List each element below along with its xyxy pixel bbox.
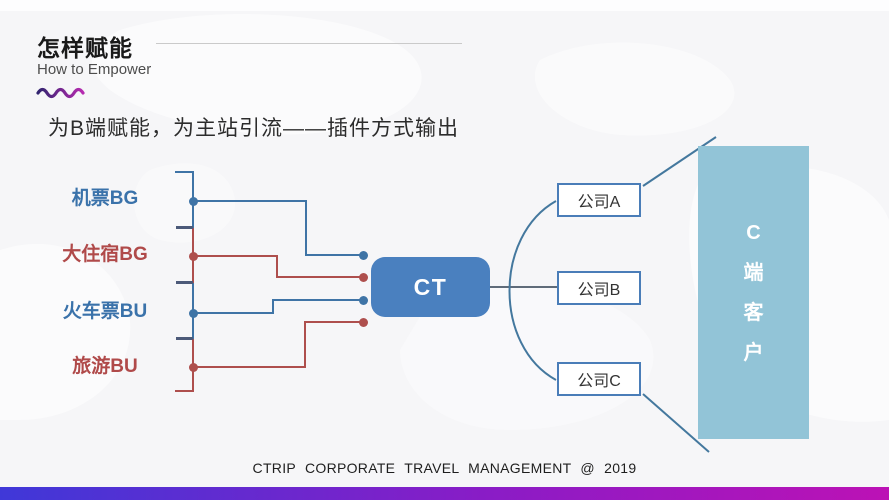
node-dot xyxy=(189,309,198,318)
node-dot xyxy=(359,318,368,327)
connector-flight-bg xyxy=(193,200,363,256)
company-c-box: 公司C xyxy=(557,362,641,396)
source-label-flight-bg: 机票BG xyxy=(71,188,139,209)
page-subtitle: How to Empower xyxy=(37,61,152,78)
client-panel: C 端 客 户 xyxy=(698,146,809,439)
connector-train-bu xyxy=(193,299,363,314)
company-b-label: 公司B xyxy=(577,282,621,299)
company-a-label: 公司A xyxy=(577,194,621,211)
bottom-gradient-bar xyxy=(0,487,889,500)
connector-company-c-to-panel xyxy=(642,393,710,453)
top-margin xyxy=(0,0,889,11)
wave-decoration-icon xyxy=(36,87,85,99)
bracket-bottom-cap xyxy=(175,390,194,392)
source-label-travel-bu: 旅游BU xyxy=(72,356,138,377)
companies-bracket-arc xyxy=(508,200,557,381)
company-a-box: 公司A xyxy=(557,183,641,217)
bracket-tick xyxy=(176,281,193,284)
source-label-hotel-bg: 大住宿BG xyxy=(62,244,148,265)
source-label-train-bu: 火车票BU xyxy=(62,301,148,322)
node-dot xyxy=(359,251,368,260)
node-dot xyxy=(189,363,198,372)
client-panel-char: C xyxy=(746,221,761,244)
node-dot xyxy=(359,273,368,282)
company-c-label: 公司C xyxy=(577,373,621,390)
connector-company-a-to-panel xyxy=(642,136,717,187)
page-title: 怎样赋能 xyxy=(37,35,133,61)
node-dot xyxy=(359,296,368,305)
title-rule xyxy=(156,43,462,44)
footer-text: CTRIP CORPORATE TRAVEL MANAGEMENT @ 2019 xyxy=(252,460,637,476)
node-dot xyxy=(189,252,198,261)
hub-node-ct: CT xyxy=(371,257,490,317)
client-panel-char: 端 xyxy=(743,261,764,284)
bracket-tick xyxy=(176,337,193,340)
client-panel-char: 户 xyxy=(743,341,764,364)
hub-label: CT xyxy=(413,273,448,300)
bracket-top-cap xyxy=(175,171,194,173)
connector-hotel-bg xyxy=(193,255,363,278)
node-dot xyxy=(189,197,198,206)
client-panel-char: 客 xyxy=(743,301,764,324)
section-heading: 为B端赋能，为主站引流——插件方式输出 xyxy=(48,117,460,140)
bracket-tick xyxy=(176,226,193,229)
connector-travel-bu xyxy=(193,321,363,368)
company-b-box: 公司B xyxy=(557,271,641,305)
